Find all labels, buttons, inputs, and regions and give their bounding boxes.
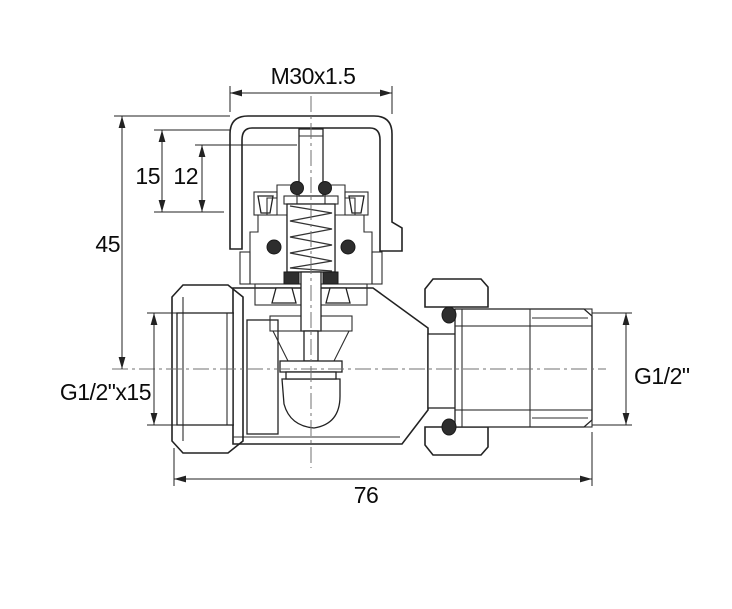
arrowhead: [174, 475, 186, 483]
stem-oring-left: [290, 181, 304, 195]
centerlines: [112, 96, 606, 468]
bonnet-oring-right: [340, 239, 356, 255]
dimensions: M30x1.5 15 12 45: [60, 63, 690, 508]
arrowhead: [622, 413, 630, 425]
arrowhead: [580, 475, 592, 483]
dim-label-right-port: G1/2": [634, 363, 690, 389]
inlet-chamber: [246, 319, 279, 435]
keystone-upper-left: [257, 195, 274, 214]
stem-oring-right: [318, 181, 332, 195]
dim-76: 76: [173, 432, 593, 508]
keystone-upper-right: [348, 195, 365, 214]
protection-cap: [229, 115, 403, 252]
arrowhead: [118, 357, 126, 369]
body-silhouette: [232, 287, 429, 445]
cap-wall: [229, 115, 403, 252]
arrowhead: [198, 145, 206, 157]
left-nut-outline: [171, 284, 244, 454]
arrowhead: [622, 313, 630, 325]
arrowhead: [198, 200, 206, 212]
arrowhead: [230, 89, 242, 97]
arrowhead: [150, 413, 158, 425]
dim-45: 45: [95, 115, 230, 369]
arrowhead: [158, 130, 166, 142]
union-oring-top: [441, 306, 457, 324]
dim-m30: M30x1.5: [229, 63, 393, 114]
dim-label-left-port: G1/2"x15: [60, 379, 151, 405]
dim-left-port: G1/2"x15: [60, 312, 234, 426]
dim-label-12: 12: [173, 163, 198, 189]
arrowhead: [118, 116, 126, 128]
dim-12: 12: [173, 144, 297, 212]
dim-label-15: 15: [135, 163, 160, 189]
keystone-lower-left: [271, 287, 297, 304]
dim-label-76: 76: [354, 482, 379, 508]
dim-15: 15: [135, 129, 230, 213]
dim-label-45: 45: [95, 231, 120, 257]
arrowhead: [150, 313, 158, 325]
seal-block-left: [283, 271, 300, 285]
seal-block-right: [322, 271, 339, 285]
dim-right-port: G1/2": [592, 312, 690, 426]
union-oring-bottom: [441, 418, 457, 436]
arrowhead: [158, 200, 166, 212]
union-nut-top: [424, 278, 489, 308]
arrowhead: [380, 89, 392, 97]
tail-thread-bottom: [454, 409, 593, 428]
male-tailpiece: [454, 308, 593, 428]
keystone-lower-right: [325, 287, 351, 304]
valve-body: [232, 287, 469, 445]
dim-label-m30: M30x1.5: [271, 63, 356, 89]
right-union: [424, 278, 593, 456]
bonnet-oring-left: [266, 239, 282, 255]
bonnet-shoulder-right: [371, 251, 383, 285]
bonnet-shoulder-left: [239, 251, 251, 285]
